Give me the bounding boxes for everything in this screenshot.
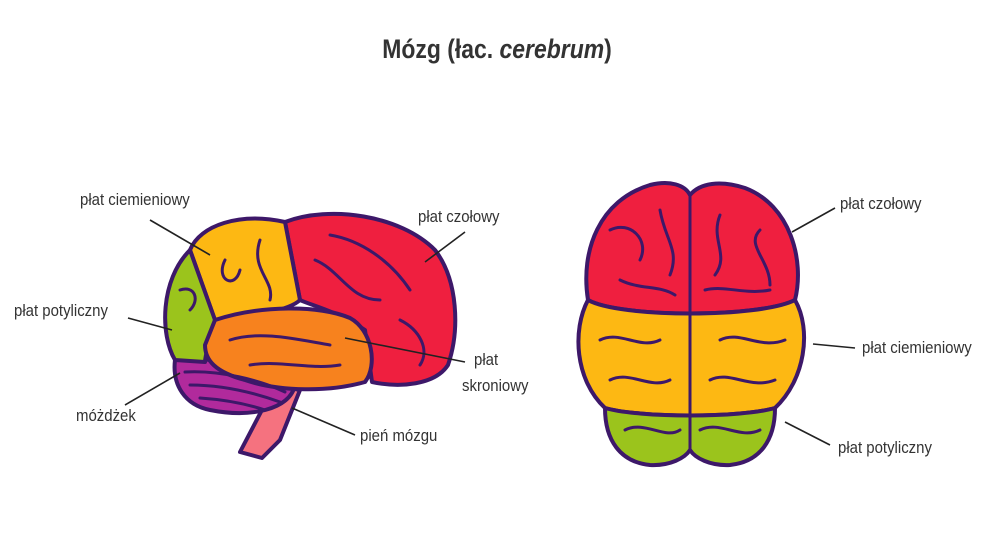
- label-side-parietal: płat ciemieniowy: [80, 190, 190, 209]
- label-top-frontal: płat czołowy: [840, 194, 922, 213]
- label-side-occipital: płat potyliczny: [14, 301, 108, 320]
- label-side-brainstem: pień mózgu: [360, 426, 438, 445]
- label-side-temporal-2: skroniowy: [462, 376, 529, 395]
- label-side-frontal: płat czołowy: [418, 207, 500, 226]
- label-side-cerebellum: móżdżek: [76, 406, 136, 425]
- label-top-occipital: płat potyliczny: [838, 438, 932, 457]
- leader-lines: [124, 207, 856, 446]
- label-side-temporal-1: płat: [474, 350, 499, 369]
- page-title: Mózg (łac. cerebrum): [382, 34, 612, 64]
- frontal-lobe-top: [584, 181, 800, 316]
- label-top-parietal: płat ciemieniowy: [862, 338, 972, 357]
